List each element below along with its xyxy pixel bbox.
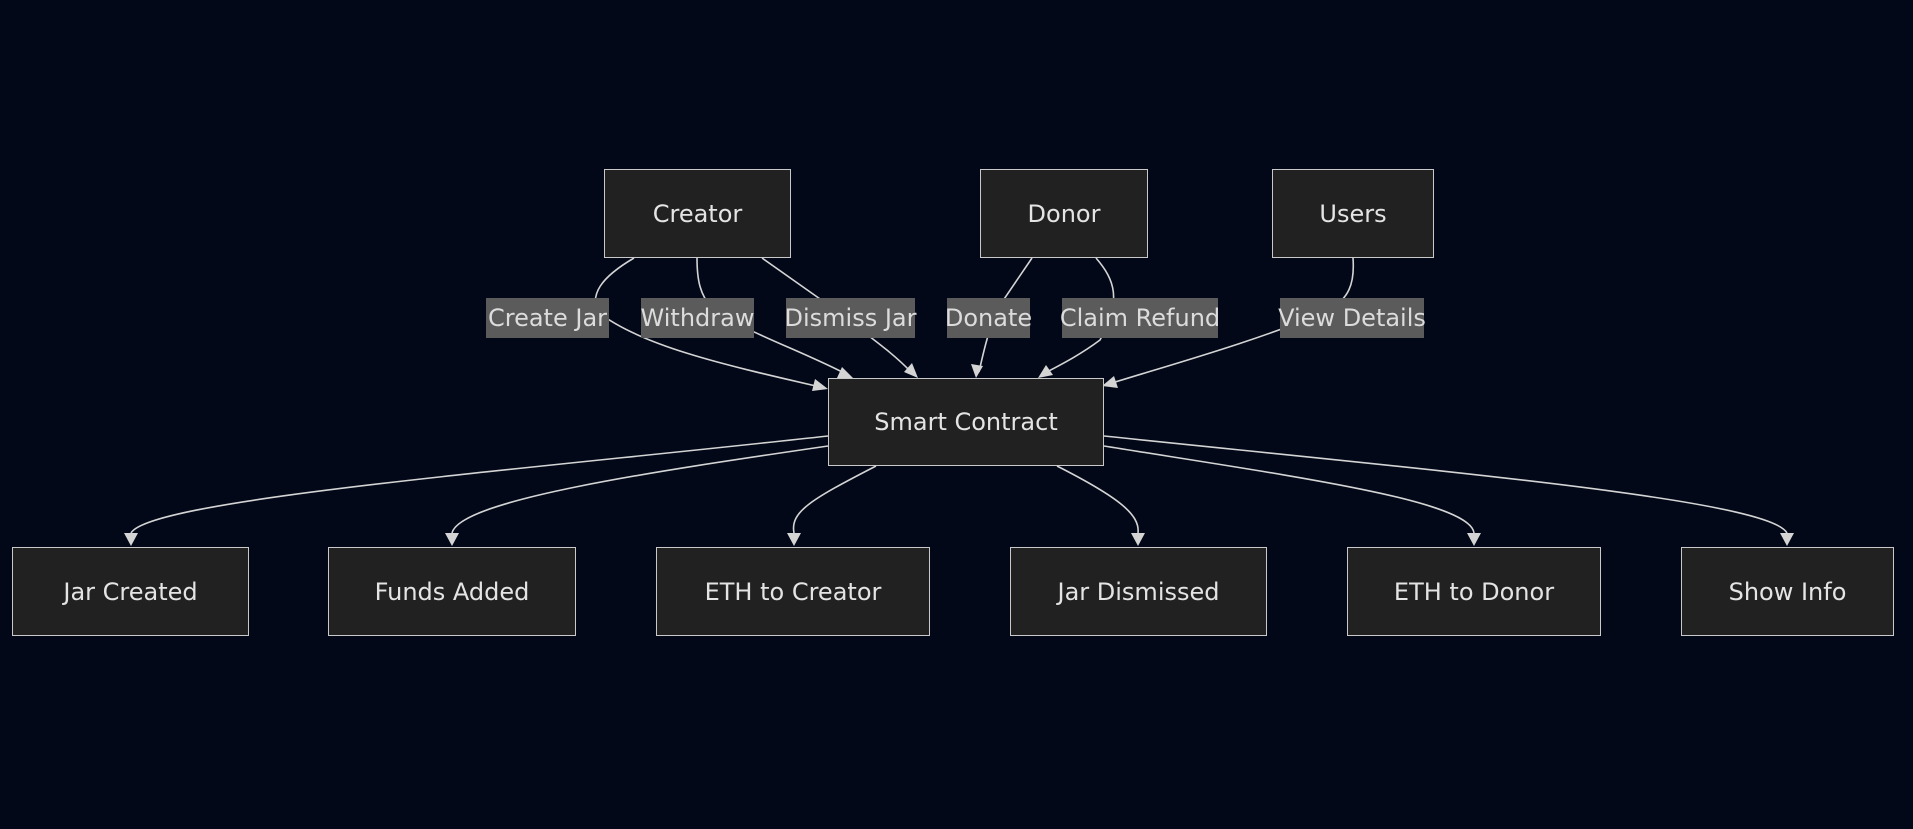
edge-label-claim-refund-text: Claim Refund <box>1059 304 1221 332</box>
edge-to-funds-added <box>451 445 829 534</box>
arrowhead-jar-created <box>124 533 138 546</box>
node-jar-dismissed[interactable]: Jar Dismissed <box>1010 547 1267 636</box>
node-funds-added[interactable]: Funds Added <box>328 547 576 636</box>
arrowhead-donate <box>971 364 983 378</box>
node-donor[interactable]: Donor <box>980 169 1148 258</box>
node-eth-to-creator-label: ETH to Creator <box>704 577 882 606</box>
edge-to-jar-created <box>130 435 829 534</box>
arrowhead-jar-dismissed <box>1131 533 1145 546</box>
edge-label-view-details-text: View Details <box>1278 304 1426 332</box>
arrowhead-dismiss-jar <box>904 363 918 378</box>
arrowhead-withdraw <box>837 367 853 378</box>
edge-label-dismiss-jar: Dismiss Jar <box>784 298 917 338</box>
arrowhead-eth-to-donor <box>1467 533 1481 546</box>
node-creator-label: Creator <box>652 199 743 228</box>
edge-label-dismiss-jar-text: Dismiss Jar <box>784 304 917 332</box>
node-users[interactable]: Users <box>1272 169 1434 258</box>
node-show-info[interactable]: Show Info <box>1681 547 1894 636</box>
arrowhead-eth-to-creator <box>787 533 801 546</box>
node-creator[interactable]: Creator <box>604 169 791 258</box>
edge-label-view-details: View Details <box>1278 298 1426 338</box>
arrowhead-show-info <box>1780 533 1794 546</box>
node-jar-created-label: Jar Created <box>63 577 198 606</box>
edge-label-withdraw: Withdraw <box>641 298 754 338</box>
edge-label-create-jar: Create Jar <box>486 298 609 338</box>
edge-to-eth-to-creator <box>792 465 877 534</box>
edge-label-donate-text: Donate <box>944 304 1033 332</box>
node-donor-label: Donor <box>1027 199 1101 228</box>
arrowhead-funds-added <box>445 533 459 546</box>
node-jar-dismissed-label: Jar Dismissed <box>1057 577 1220 606</box>
edge-label-withdraw-text: Withdraw <box>640 304 755 332</box>
edge-label-create-jar-text: Create Jar <box>487 304 608 332</box>
edge-claim-refund <box>1044 257 1115 374</box>
edge-to-eth-to-donor <box>1103 445 1475 534</box>
node-users-label: Users <box>1319 199 1387 228</box>
node-smart-contract[interactable]: Smart Contract <box>828 378 1104 466</box>
arrowhead-claim-refund <box>1038 365 1053 378</box>
node-jar-created[interactable]: Jar Created <box>12 547 249 636</box>
edge-label-donate: Donate <box>944 298 1033 338</box>
node-funds-added-label: Funds Added <box>374 577 530 606</box>
node-show-info-label: Show Info <box>1728 577 1847 606</box>
edge-label-claim-refund: Claim Refund <box>1059 298 1221 338</box>
arrowhead-create-jar <box>812 379 828 391</box>
edge-to-jar-dismissed <box>1056 465 1139 534</box>
node-eth-to-donor[interactable]: ETH to Donor <box>1347 547 1601 636</box>
node-smart-contract-label: Smart Contract <box>874 408 1058 436</box>
node-eth-to-creator[interactable]: ETH to Creator <box>656 547 930 636</box>
edge-create-jar <box>594 257 817 387</box>
edge-to-show-info <box>1103 435 1788 534</box>
node-eth-to-donor-label: ETH to Donor <box>1393 577 1555 606</box>
arrowhead-view-details <box>1102 376 1118 388</box>
